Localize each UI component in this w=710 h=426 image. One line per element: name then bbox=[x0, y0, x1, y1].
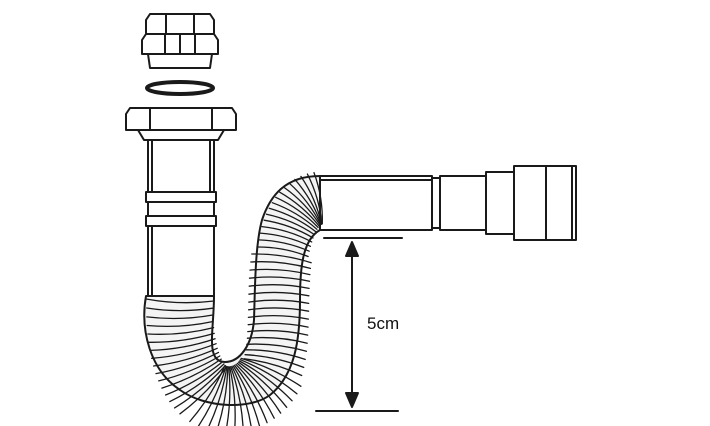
hose-rib bbox=[271, 202, 318, 230]
hose-rib bbox=[240, 357, 302, 387]
upper-coupling bbox=[125, 107, 237, 217]
hose-rib bbox=[164, 361, 224, 396]
vertical-pipe bbox=[145, 215, 217, 297]
sealing-ring bbox=[145, 80, 215, 96]
hose-rib bbox=[146, 307, 214, 312]
hose-rib bbox=[237, 361, 288, 408]
hose-rib bbox=[149, 338, 216, 352]
horizontal-pipe bbox=[319, 175, 441, 231]
dimension-label: 5cm bbox=[367, 314, 399, 333]
hose-rib bbox=[228, 366, 236, 426]
hose-rib bbox=[256, 246, 309, 258]
hose-rib bbox=[189, 364, 226, 423]
hose-rib bbox=[247, 315, 310, 320]
hose-rib bbox=[300, 175, 323, 225]
hose-rib bbox=[151, 343, 217, 359]
hose-rib bbox=[251, 253, 312, 264]
hose-rib bbox=[263, 219, 314, 239]
stepped-adapter-end bbox=[439, 165, 577, 241]
hose-rib bbox=[275, 196, 319, 229]
hose-rib bbox=[246, 336, 308, 344]
hose-rib bbox=[169, 363, 225, 403]
hose-rib bbox=[259, 232, 312, 247]
hose-rib bbox=[239, 359, 298, 395]
hose-rib bbox=[243, 358, 303, 377]
hose-rib bbox=[268, 207, 317, 233]
hose-rib bbox=[250, 261, 312, 270]
hose-rib bbox=[161, 358, 222, 389]
hose-rib bbox=[265, 213, 315, 236]
hose-rib bbox=[235, 363, 275, 419]
hose-rib bbox=[236, 362, 282, 414]
hose-rib bbox=[226, 366, 231, 426]
hose-rib bbox=[146, 298, 214, 304]
hose-rib bbox=[294, 178, 322, 225]
hose-rib bbox=[148, 332, 215, 343]
hose-rib bbox=[288, 182, 322, 226]
hose-rib bbox=[231, 365, 252, 426]
hose-rib bbox=[146, 314, 214, 320]
flexible-corrugated-hose bbox=[143, 171, 323, 426]
hose-rib bbox=[261, 225, 313, 243]
hose-rib bbox=[146, 320, 214, 328]
dimension-arrow-head-up bbox=[345, 241, 359, 257]
hose-rib bbox=[248, 291, 310, 297]
hose-rib bbox=[155, 351, 220, 375]
hose-rib bbox=[283, 186, 321, 226]
hose-rib bbox=[257, 239, 310, 252]
hose-rib bbox=[147, 326, 215, 335]
hose-rib bbox=[152, 347, 218, 367]
hose-rib bbox=[248, 299, 310, 305]
cap-nut bbox=[141, 13, 219, 69]
hose-rib bbox=[249, 268, 311, 276]
hose-rib bbox=[247, 322, 309, 328]
hose-rib bbox=[247, 307, 310, 312]
hose-rib bbox=[248, 276, 311, 282]
hose-rib bbox=[245, 349, 306, 361]
dimension-arrow-head-down bbox=[345, 392, 359, 408]
hose-rib bbox=[233, 364, 268, 424]
hose-rib bbox=[306, 173, 323, 225]
hose-rib bbox=[238, 360, 293, 402]
hose-rib bbox=[197, 365, 227, 426]
hose-rib bbox=[246, 343, 308, 352]
hose-rib bbox=[244, 354, 305, 369]
hose-rib bbox=[248, 284, 310, 290]
hose-rib bbox=[279, 191, 320, 227]
hose-rib bbox=[247, 329, 309, 336]
dimension-marker bbox=[315, 237, 403, 412]
hose-rib bbox=[230, 366, 244, 426]
hose-rib bbox=[232, 365, 261, 426]
hose-rib bbox=[208, 365, 228, 426]
hose-rib bbox=[158, 355, 221, 382]
hose-rib bbox=[173, 364, 226, 409]
hose-rib bbox=[313, 171, 323, 225]
